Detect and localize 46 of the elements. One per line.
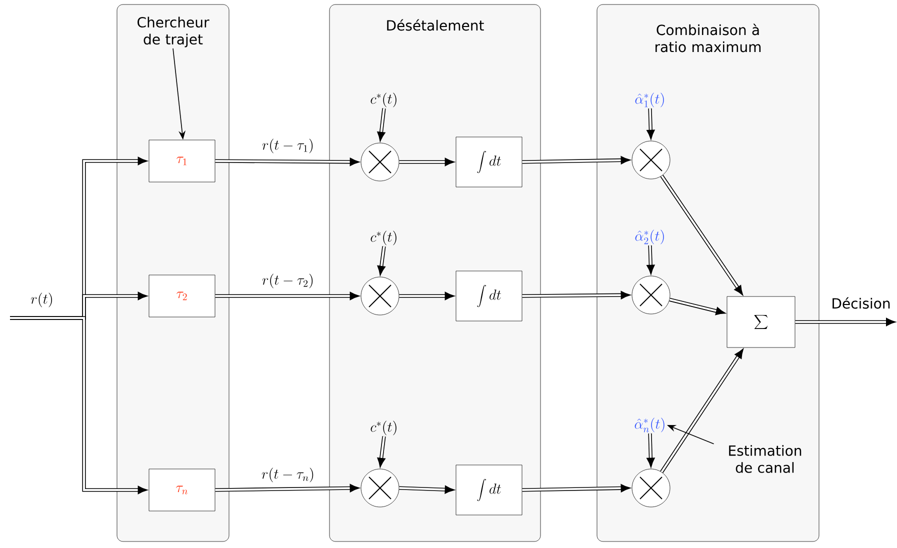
arrow bbox=[660, 348, 744, 473]
multiplier-circle bbox=[632, 140, 670, 180]
delay-box: $\tau_2$ bbox=[148, 274, 216, 318]
integrator-box: $\int dt$ bbox=[456, 464, 522, 516]
sum-box: $\sum$ bbox=[726, 296, 796, 348]
edge-label: $r(t-\tau_2)$ bbox=[262, 274, 313, 288]
edge-label: $r(t-\tau_n)$ bbox=[262, 468, 314, 482]
arrow bbox=[399, 158, 455, 166]
arrow bbox=[377, 246, 386, 276]
integrator-box: $\int dt$ bbox=[456, 270, 522, 322]
note-text: Estimation de canal bbox=[729, 445, 802, 473]
signal-label: $r(t)$ bbox=[31, 292, 52, 308]
integrator-box: $\int dt$ bbox=[456, 136, 522, 188]
signal-label: $c^*(t)$ bbox=[370, 230, 396, 246]
arrow bbox=[646, 108, 655, 140]
arrow bbox=[522, 156, 631, 164]
arrow bbox=[215, 292, 360, 300]
arrow bbox=[669, 298, 726, 316]
edge-label: $r(t-\tau_1)$ bbox=[262, 138, 313, 154]
edge-label: Décision bbox=[832, 297, 890, 309]
delay-box: $\tau_1$ bbox=[148, 140, 216, 182]
arrow bbox=[795, 318, 896, 326]
multiplier-circle bbox=[360, 276, 400, 316]
multiplier-circle bbox=[632, 276, 670, 314]
signal-label: $\hat{\alpha}_1^*(t)$ bbox=[635, 92, 664, 108]
signal-label: $\hat{\alpha}_n^*(t)$ bbox=[634, 418, 664, 432]
signal-label: $\hat{\alpha}_2^*(t)$ bbox=[635, 230, 664, 244]
arrow bbox=[215, 484, 360, 492]
arrow bbox=[399, 292, 455, 300]
signal-label: $c^*(t)$ bbox=[370, 92, 396, 108]
delay-box: $\tau_n$ bbox=[148, 468, 216, 512]
arrow bbox=[377, 108, 386, 142]
arrow bbox=[522, 484, 631, 492]
arrow bbox=[215, 158, 360, 166]
arrow bbox=[522, 290, 631, 300]
arrow bbox=[646, 245, 655, 275]
signal-label: $c^*(t)$ bbox=[370, 420, 396, 436]
arrow bbox=[10, 316, 148, 494]
multiplier-circle bbox=[632, 468, 670, 508]
arrow bbox=[646, 433, 655, 468]
arrow bbox=[377, 436, 386, 468]
multiplier-circle bbox=[360, 468, 400, 508]
panel-heading: Chercheur de trajet bbox=[138, 16, 210, 48]
arrow bbox=[399, 485, 455, 494]
arrow bbox=[660, 174, 744, 296]
multiplier-circle bbox=[360, 142, 400, 182]
